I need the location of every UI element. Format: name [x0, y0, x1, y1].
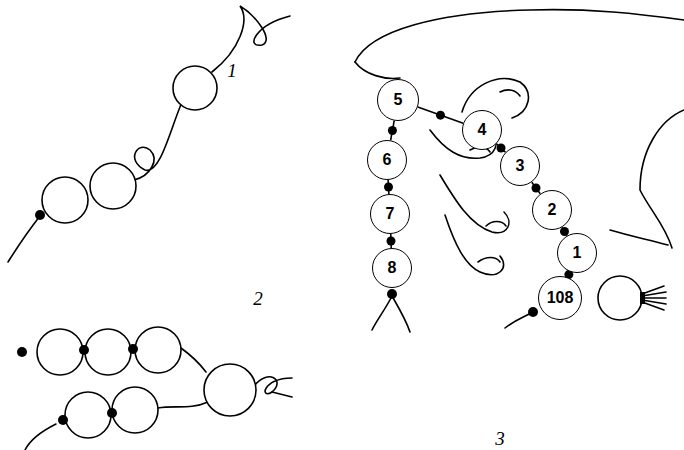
bead-cord [384, 180, 393, 194]
bead-number: 4 [478, 122, 487, 138]
numbered-bead: 5 [377, 79, 419, 121]
knot [384, 183, 393, 192]
numbered-bead: 8 [372, 248, 412, 288]
bead-number: 5 [394, 92, 403, 108]
bead-number: 8 [388, 260, 397, 276]
numbered-bead: 108 [538, 276, 582, 320]
bead-cord [387, 234, 396, 248]
bead-cord [388, 121, 397, 141]
bead-number: 1 [573, 245, 582, 261]
figure-number: 3 [495, 429, 505, 448]
numbered-bead: 1 [557, 233, 597, 273]
knot [388, 126, 397, 135]
bead-number: 7 [386, 206, 395, 222]
cord-line [418, 107, 463, 123]
figure-number: 1 [227, 61, 237, 80]
bead-cord [497, 144, 506, 153]
knot [387, 237, 396, 246]
numbered-bead: 7 [370, 194, 410, 234]
knot [436, 111, 445, 120]
figure-number: 2 [253, 289, 263, 308]
bead-number: 2 [548, 202, 557, 218]
numbered-bead: 6 [367, 140, 407, 180]
numbered-bead: 2 [532, 190, 572, 230]
cord-line [532, 182, 540, 194]
knot [532, 184, 541, 193]
cord-line [497, 144, 506, 152]
bead-number: 108 [547, 290, 574, 306]
numbered-bead: 4 [462, 110, 502, 150]
bead-number: 3 [516, 158, 525, 174]
bead-number: 6 [383, 152, 392, 168]
bead-cord [418, 107, 463, 123]
numbered-bead: 3 [500, 146, 540, 186]
bead-cord [532, 182, 541, 194]
knot [497, 144, 506, 153]
